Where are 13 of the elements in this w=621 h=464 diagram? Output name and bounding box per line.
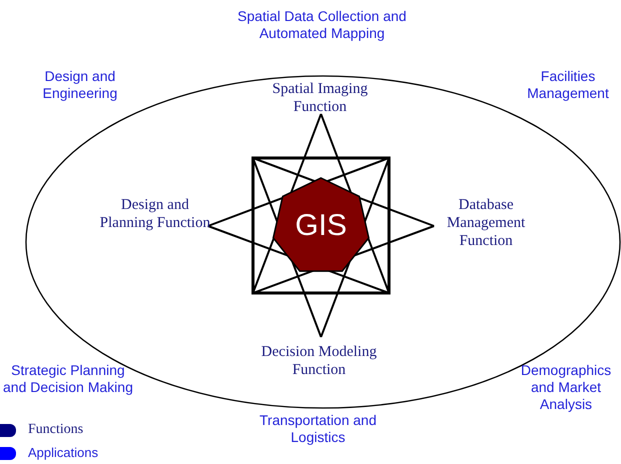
legend-text: Functions	[28, 422, 84, 438]
label-text: Spatial Data Collection and Automated Mapping	[236, 8, 408, 42]
label-text: Transportation and Logistics	[258, 412, 378, 446]
label-text: Design and Planning Function	[98, 196, 212, 232]
label-text: Design and Engineering	[42, 68, 118, 102]
node-text: GIS	[295, 211, 347, 241]
label-text: Strategic Planning and Decision Making	[2, 362, 134, 396]
label-text: Spatial Imaging Function	[271, 80, 369, 116]
label-text: Decision Modeling Function	[260, 343, 378, 379]
label-text: Database Management Function	[446, 196, 526, 250]
legend-text: Applications	[28, 445, 98, 461]
label-text: Facilities Management	[526, 68, 610, 102]
label-text: Demographics and Market Analysis	[520, 362, 612, 413]
